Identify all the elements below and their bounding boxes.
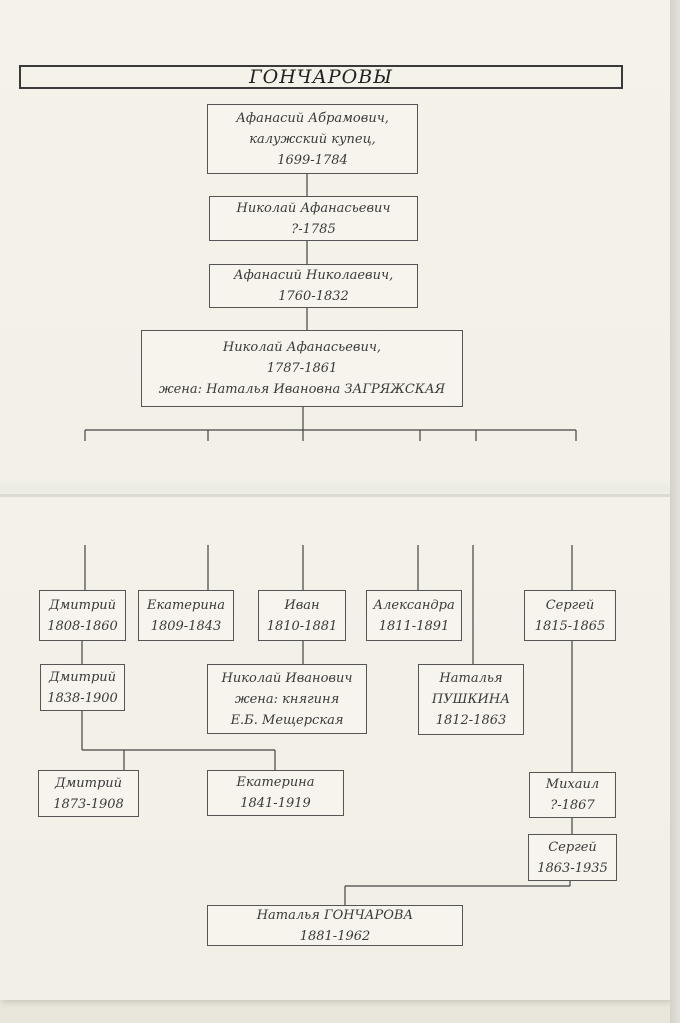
- person-name: Сергей: [545, 597, 595, 613]
- person-name: Афанасий Николаевич,: [233, 268, 394, 283]
- person-years: 1838-1900: [47, 690, 118, 706]
- person-name: Наталья ГОНЧАРОВА: [256, 907, 414, 923]
- person-years: 1810-1881: [266, 618, 338, 634]
- person-name: Иван: [284, 597, 320, 613]
- person-title: калужский купец,: [249, 131, 376, 147]
- person-name: Екатерина: [146, 597, 226, 613]
- person-ekaterina-1841: Екатерина 1841-1919: [207, 770, 344, 816]
- person-years: 1787-1861: [266, 361, 338, 376]
- person-natalya-goncharova: Наталья ГОНЧАРОВА 1881-1962: [207, 905, 463, 946]
- person-years: 1873-1908: [53, 796, 124, 812]
- person-years: 1841-1919: [240, 796, 311, 811]
- person-natalya-pushkina: Наталья ПУШКИНА 1812-1863: [418, 664, 524, 735]
- person-name: Николай Афанасьевич: [236, 200, 391, 216]
- person-afanasiy-nikolaevich: Афанасий Николаевич, 1760-1832: [209, 264, 418, 308]
- person-nikolay-ivanovich: Николай Иванович жена: княгиня Е.Б. Меще…: [207, 664, 367, 734]
- person-name: Дмитрий: [48, 669, 117, 685]
- person-years: 1808-1860: [47, 618, 118, 634]
- person-years: ?-1867: [550, 798, 595, 813]
- person-sergey-1863: Сергей 1863-1935: [528, 834, 617, 881]
- person-name: Сергей: [548, 839, 597, 855]
- person-name: Екатерина: [236, 775, 315, 790]
- person-spouse: жена: княгиня: [234, 691, 340, 707]
- person-mikhail: Михаил ?-1867: [529, 772, 616, 818]
- person-sergey-1815: Сергей 1815-1865: [524, 590, 616, 641]
- person-years: 1760-1832: [278, 289, 349, 304]
- person-spouse: жена: Наталья Ивановна ЗАГРЯЖСКАЯ: [158, 382, 446, 397]
- person-name: Афанасий Абрамович,: [236, 110, 389, 126]
- person-nikolay-afanasievich-1: Николай Афанасьевич ?-1785: [209, 196, 418, 241]
- person-name: Дмитрий: [48, 597, 117, 613]
- person-name: Александра: [373, 597, 455, 613]
- person-dmitriy-1808: Дмитрий 1808-1860: [39, 590, 126, 641]
- person-afanasiy-abramovich: Афанасий Абрамович, калужский купец, 169…: [207, 104, 418, 174]
- person-surname: ПУШКИНА: [431, 692, 511, 707]
- page-title: ГОНЧАРОВЫ: [19, 65, 623, 89]
- wall-shadow: [670, 0, 680, 1023]
- person-aleksandra-1811: Александра 1811-1891: [366, 590, 462, 641]
- person-years: 1699-1784: [277, 152, 348, 168]
- person-name: Николай Афанасьевич,: [222, 340, 382, 355]
- person-name: Михаил: [545, 777, 600, 792]
- person-nikolay-afanasievich-2: Николай Афанасьевич, 1787-1861 жена: Нат…: [141, 330, 463, 407]
- person-years: 1809-1843: [150, 618, 222, 634]
- person-name: Наталья: [439, 671, 503, 686]
- person-years: 1863-1935: [537, 860, 608, 876]
- person-name: Дмитрий: [54, 775, 123, 791]
- person-years: 1811-1891: [378, 618, 450, 634]
- person-years: 1881-1962: [299, 928, 371, 944]
- person-years: ?-1785: [291, 221, 336, 237]
- person-years: 1815-1865: [534, 618, 606, 634]
- person-dmitriy-1838: Дмитрий 1838-1900: [40, 664, 125, 711]
- paper-fold: [0, 494, 670, 497]
- person-ekaterina-1809: Екатерина 1809-1843: [138, 590, 234, 641]
- person-ivan-1810: Иван 1810-1881: [258, 590, 346, 641]
- person-years: 1812-1863: [435, 713, 507, 728]
- person-spouse-name: Е.Б. Мещерская: [230, 712, 344, 728]
- person-dmitriy-1873: Дмитрий 1873-1908: [38, 770, 139, 817]
- person-name: Николай Иванович: [221, 670, 353, 686]
